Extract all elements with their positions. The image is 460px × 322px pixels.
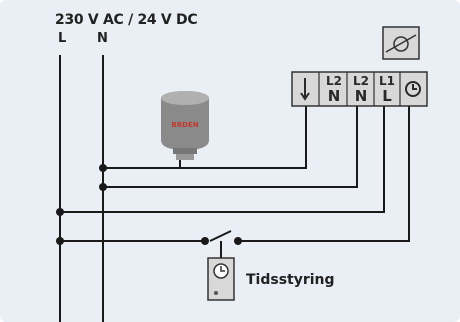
terminal-3-bottom-label: N bbox=[354, 87, 368, 105]
wire-live-1 bbox=[60, 104, 385, 213]
terminal-2-bottom-label: N bbox=[327, 87, 341, 105]
wire-neutral-2 bbox=[103, 104, 358, 188]
terminal-2-top-label: L2 bbox=[326, 74, 342, 88]
junction-dot bbox=[56, 208, 64, 216]
junction-dot bbox=[56, 237, 64, 245]
junction-dot bbox=[99, 164, 107, 172]
neutral-terminal-label: N bbox=[97, 31, 108, 46]
wire-ground bbox=[103, 104, 307, 169]
timer-clock-icon bbox=[207, 257, 235, 301]
terminal-4-bottom-label: L bbox=[382, 87, 392, 105]
junction-dot bbox=[99, 183, 107, 191]
live-terminal-label: L bbox=[58, 31, 67, 46]
thermal-actuator-icon bbox=[161, 91, 209, 160]
switch-contact-dot bbox=[234, 237, 242, 245]
switch-contact-dot bbox=[201, 237, 209, 245]
wire-timer-out bbox=[238, 104, 410, 242]
timer-label: Tidsstyring bbox=[246, 272, 335, 288]
terminal-3-top-label: L2 bbox=[353, 74, 369, 88]
ground-arrow-icon bbox=[300, 78, 310, 101]
junction-dots bbox=[56, 164, 242, 245]
switch-blade bbox=[209, 230, 232, 242]
supply-voltage-label: 230 V AC / 24 V DC bbox=[55, 12, 198, 28]
terminal-wires bbox=[60, 104, 410, 258]
clock-icon bbox=[405, 81, 421, 97]
supply-rails bbox=[59, 55, 104, 322]
actuator-brand-label: BRDEN bbox=[171, 121, 199, 129]
terminal-block bbox=[291, 71, 428, 107]
room-thermostat-icon bbox=[382, 26, 420, 60]
terminal-4-top-label: L1 bbox=[379, 74, 395, 88]
